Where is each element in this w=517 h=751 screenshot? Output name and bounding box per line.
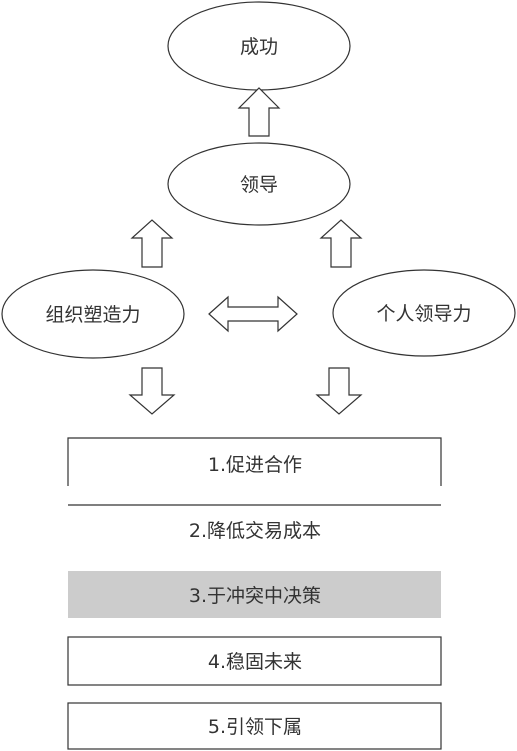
list-item-1-box	[67, 437, 442, 486]
arrow-up-to-success	[237, 87, 281, 137]
node-leadership-label: 领导	[240, 174, 278, 196]
list-item-3-box	[68, 571, 441, 618]
arrow-up-left	[130, 219, 174, 268]
list-item-5: 5.引领下属	[67, 702, 442, 750]
list-item-4-box	[67, 636, 442, 686]
arrow-double-horizontal	[208, 295, 298, 333]
list-item-2-label: 2.降低交易成本	[189, 520, 321, 542]
list-item-5-box	[67, 702, 442, 750]
node-org-ability-ellipse	[1, 269, 185, 359]
list-item-2: 2.降低交易成本	[68, 504, 441, 542]
list-item-4: 4.稳固未来	[67, 636, 442, 686]
node-personal-ability-ellipse	[332, 269, 516, 357]
node-success-label: 成功	[240, 36, 278, 58]
node-org-ability: 组织塑造力	[1, 269, 185, 359]
list-item-5-label: 5.引领下属	[208, 716, 302, 738]
node-personal-ability-label: 个人领导力	[376, 303, 471, 325]
arrow-down-left	[128, 367, 176, 415]
node-personal-ability: 个人领导力	[332, 269, 516, 357]
arrow-up-right	[319, 219, 363, 268]
arrow-down-right	[315, 367, 363, 415]
list-item-1-label: 1.促进合作	[208, 454, 302, 476]
list-item-4-label: 4.稳固未来	[208, 651, 302, 673]
node-leadership: 领导	[167, 142, 351, 226]
node-leadership-ellipse	[167, 142, 351, 226]
node-success: 成功	[167, 1, 351, 91]
list-item-3: 3.于冲突中决策	[68, 571, 441, 618]
list-item-1: 1.促进合作	[67, 437, 442, 486]
list-item-3-label: 3.于冲突中决策	[189, 585, 321, 607]
node-org-ability-label: 组织塑造力	[45, 304, 140, 326]
